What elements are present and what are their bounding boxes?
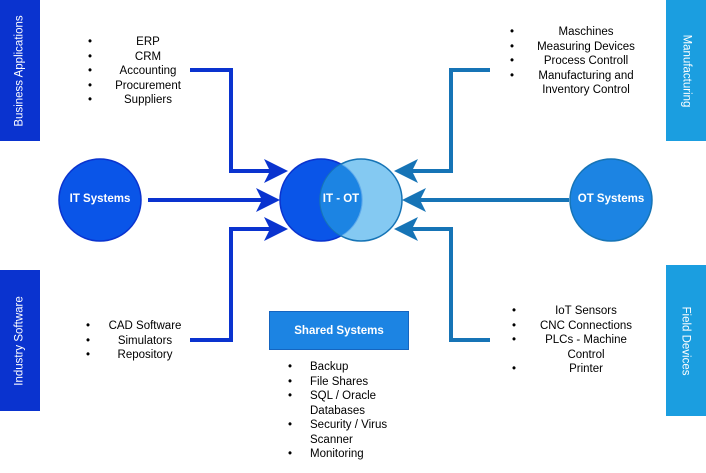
list-item: Security / Virus Scanner [288, 418, 394, 447]
list-item: Procurement [88, 79, 186, 94]
shared-systems-title: Shared Systems [294, 324, 384, 337]
list-item: Accounting [88, 64, 186, 79]
list-item: Measuring Devices [510, 40, 640, 55]
manufacturing-to-itot-arrow [394, 68, 490, 183]
shared-systems-list: Backup File Shares SQL / Oracle Database… [288, 360, 394, 462]
industry-software-label: Industry Software [14, 295, 27, 386]
list-item: PLCs - Machine Control [512, 333, 638, 362]
it-ot-label: IT - OT [322, 193, 360, 205]
list-item: CRM [88, 50, 186, 65]
list-item: SQL / Oracle Databases [288, 389, 394, 418]
list-item: Printer [512, 362, 638, 377]
manufacturing-list: Maschines Measuring Devices Process Cont… [510, 25, 640, 98]
field-devices-list: IoT Sensors CNC Connections PLCs - Machi… [512, 304, 638, 377]
list-item: CNC Connections [512, 319, 638, 334]
list-item: CAD Software [86, 319, 182, 334]
business-to-itot-arrow [190, 68, 288, 183]
list-item: Monitoring [288, 447, 394, 462]
venn-overlap [320, 164, 362, 236]
business-applications-box: Business Applications [0, 0, 40, 141]
industry-software-box: Industry Software [0, 270, 40, 411]
business-applications-label: Business Applications [14, 14, 27, 127]
manufacturing-box: Manufacturing [666, 0, 706, 141]
list-item: Maschines [510, 25, 640, 40]
ot-systems-label: OT Systems [577, 193, 645, 205]
it-systems-circle [58, 158, 142, 242]
list-item: File Shares [288, 375, 394, 390]
list-item: Process Controll [510, 54, 640, 69]
it-systems-label: IT Systems [69, 193, 131, 205]
field-devices-box: Field Devices [666, 265, 706, 416]
list-item: Repository [86, 348, 182, 363]
list-item: ERP [88, 35, 186, 50]
industry-software-list: CAD Software Simulators Repository [86, 319, 182, 363]
list-item: IoT Sensors [512, 304, 638, 319]
list-item: Manufacturing and Inventory Control [510, 69, 640, 98]
business-applications-list: ERP CRM Accounting Procurement Suppliers [88, 35, 186, 108]
manufacturing-label: Manufacturing [680, 34, 692, 107]
ot-systems-circle [569, 158, 653, 242]
list-item: Suppliers [88, 93, 186, 108]
field-devices-label: Field Devices [680, 305, 692, 376]
field-to-itot-arrow [394, 217, 490, 342]
shared-systems-box: Shared Systems [269, 311, 409, 350]
list-item: Backup [288, 360, 394, 375]
industry-to-itot-arrow [190, 217, 288, 342]
list-item: Simulators [86, 334, 182, 349]
